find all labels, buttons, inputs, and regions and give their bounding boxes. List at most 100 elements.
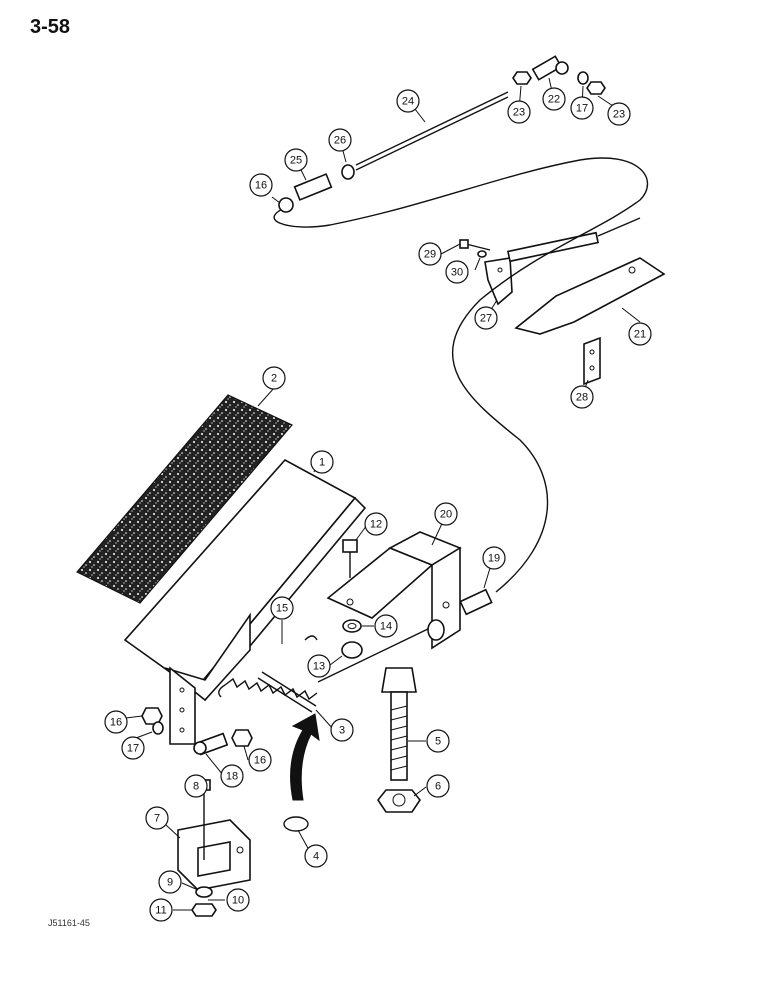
washer-left bbox=[152, 721, 164, 735]
callout-number: 25 bbox=[290, 155, 302, 167]
callout-number: 29 bbox=[424, 249, 436, 261]
callout-number: 18 bbox=[226, 771, 238, 783]
callout-circle bbox=[328, 128, 352, 152]
callout-12: 12 bbox=[364, 512, 388, 536]
callout-circle bbox=[158, 870, 182, 894]
callout-circle bbox=[248, 748, 272, 772]
callout-number: 10 bbox=[232, 895, 244, 907]
callout-17: 17 bbox=[570, 96, 594, 120]
callout-number: 5 bbox=[435, 736, 441, 748]
callout-circle bbox=[418, 242, 442, 266]
callout-11: 11 bbox=[149, 898, 173, 922]
callout-circle bbox=[270, 596, 294, 620]
callout-circle bbox=[307, 654, 331, 678]
callout-number: 12 bbox=[370, 519, 382, 531]
callout-number: 17 bbox=[127, 743, 139, 755]
hex-nut-large-hole bbox=[392, 793, 406, 807]
hex-nut-mid bbox=[231, 729, 253, 747]
callout-number: 24 bbox=[402, 96, 414, 108]
callout-21: 21 bbox=[628, 322, 652, 346]
flat-washer-lower bbox=[195, 886, 213, 898]
callout-circle bbox=[364, 512, 388, 536]
cap-screw bbox=[465, 243, 491, 251]
callout-number: 9 bbox=[167, 877, 173, 889]
throttle-cable-end bbox=[317, 627, 431, 683]
callout-23: 23 bbox=[607, 102, 631, 126]
callout-7: 7 bbox=[145, 806, 169, 830]
adjusting-nut bbox=[341, 641, 363, 659]
callout-circle bbox=[149, 898, 173, 922]
callout-circle bbox=[304, 844, 328, 868]
callout-number: 4 bbox=[313, 851, 319, 863]
long-bolt bbox=[381, 667, 417, 781]
threaded-rod bbox=[355, 91, 509, 171]
callout-number: 2 bbox=[271, 373, 277, 385]
mounting-bracket-lower bbox=[177, 819, 251, 891]
callout-group: 1234567891011121314151616161717181920212… bbox=[104, 87, 652, 922]
callout-number: 19 bbox=[488, 553, 500, 565]
callout-circle bbox=[104, 710, 128, 734]
cable-fitting bbox=[427, 588, 493, 641]
callout-circle bbox=[184, 774, 208, 798]
ball-joint bbox=[193, 732, 229, 756]
callout-16: 16 bbox=[104, 710, 128, 734]
callout-circle bbox=[145, 806, 169, 830]
snap-ring bbox=[283, 816, 309, 832]
leader-lines bbox=[125, 77, 641, 911]
callout-circle bbox=[310, 450, 334, 474]
callout-number: 16 bbox=[255, 180, 267, 192]
callout-26: 26 bbox=[328, 128, 352, 152]
callout-circle bbox=[284, 148, 308, 172]
callout-number: 6 bbox=[435, 781, 441, 793]
callout-number: 8 bbox=[193, 781, 199, 793]
callout-29: 29 bbox=[418, 242, 442, 266]
callout-number: 16 bbox=[254, 755, 266, 767]
lock-washer-upper bbox=[477, 250, 487, 258]
rod-coupler bbox=[293, 173, 333, 201]
callout-number: 14 bbox=[380, 621, 392, 633]
callout-circle bbox=[226, 888, 250, 912]
return-spring bbox=[218, 635, 318, 701]
callout-22: 22 bbox=[542, 87, 566, 111]
callout-10: 10 bbox=[226, 888, 250, 912]
mounting-bolt-small bbox=[342, 539, 358, 578]
callout-circle bbox=[249, 173, 273, 197]
hex-nut-lower bbox=[191, 903, 217, 917]
callout-30: 30 bbox=[445, 260, 469, 284]
callout-number: 20 bbox=[440, 509, 452, 521]
callout-1: 1 bbox=[310, 450, 334, 474]
callout-circle bbox=[426, 774, 450, 798]
pivot-pin bbox=[257, 671, 317, 713]
hex-nut-large bbox=[377, 789, 421, 813]
callout-circle bbox=[220, 764, 244, 788]
callout-25: 25 bbox=[284, 148, 308, 172]
callout-circle bbox=[570, 385, 594, 409]
callout-number: 23 bbox=[513, 107, 525, 119]
callout-number: 21 bbox=[634, 329, 646, 341]
callout-15: 15 bbox=[270, 596, 294, 620]
callout-number: 23 bbox=[613, 109, 625, 121]
jam-nut-rod bbox=[341, 164, 355, 180]
callout-9: 9 bbox=[158, 870, 182, 894]
callout-13: 13 bbox=[307, 654, 331, 678]
callout-16: 16 bbox=[249, 173, 273, 197]
callout-number: 3 bbox=[339, 725, 345, 737]
callout-circle bbox=[507, 100, 531, 124]
callout-circle bbox=[482, 546, 506, 570]
cable-clip bbox=[484, 257, 513, 306]
tread-pad bbox=[76, 394, 293, 604]
hex-nut-top-left bbox=[512, 71, 532, 85]
washer-top bbox=[577, 71, 589, 85]
hex-nut-upper bbox=[278, 197, 294, 213]
callout-circle bbox=[628, 322, 652, 346]
callout-number: 27 bbox=[480, 313, 492, 325]
callout-5: 5 bbox=[426, 729, 450, 753]
callout-number: 11 bbox=[155, 905, 166, 917]
callout-number: 16 bbox=[110, 717, 122, 729]
callout-circle bbox=[434, 502, 458, 526]
callout-number: 28 bbox=[576, 392, 588, 404]
throttle-cable bbox=[273, 157, 649, 593]
callout-circle bbox=[330, 718, 354, 742]
callout-23: 23 bbox=[507, 100, 531, 124]
callout-number: 15 bbox=[276, 603, 288, 615]
